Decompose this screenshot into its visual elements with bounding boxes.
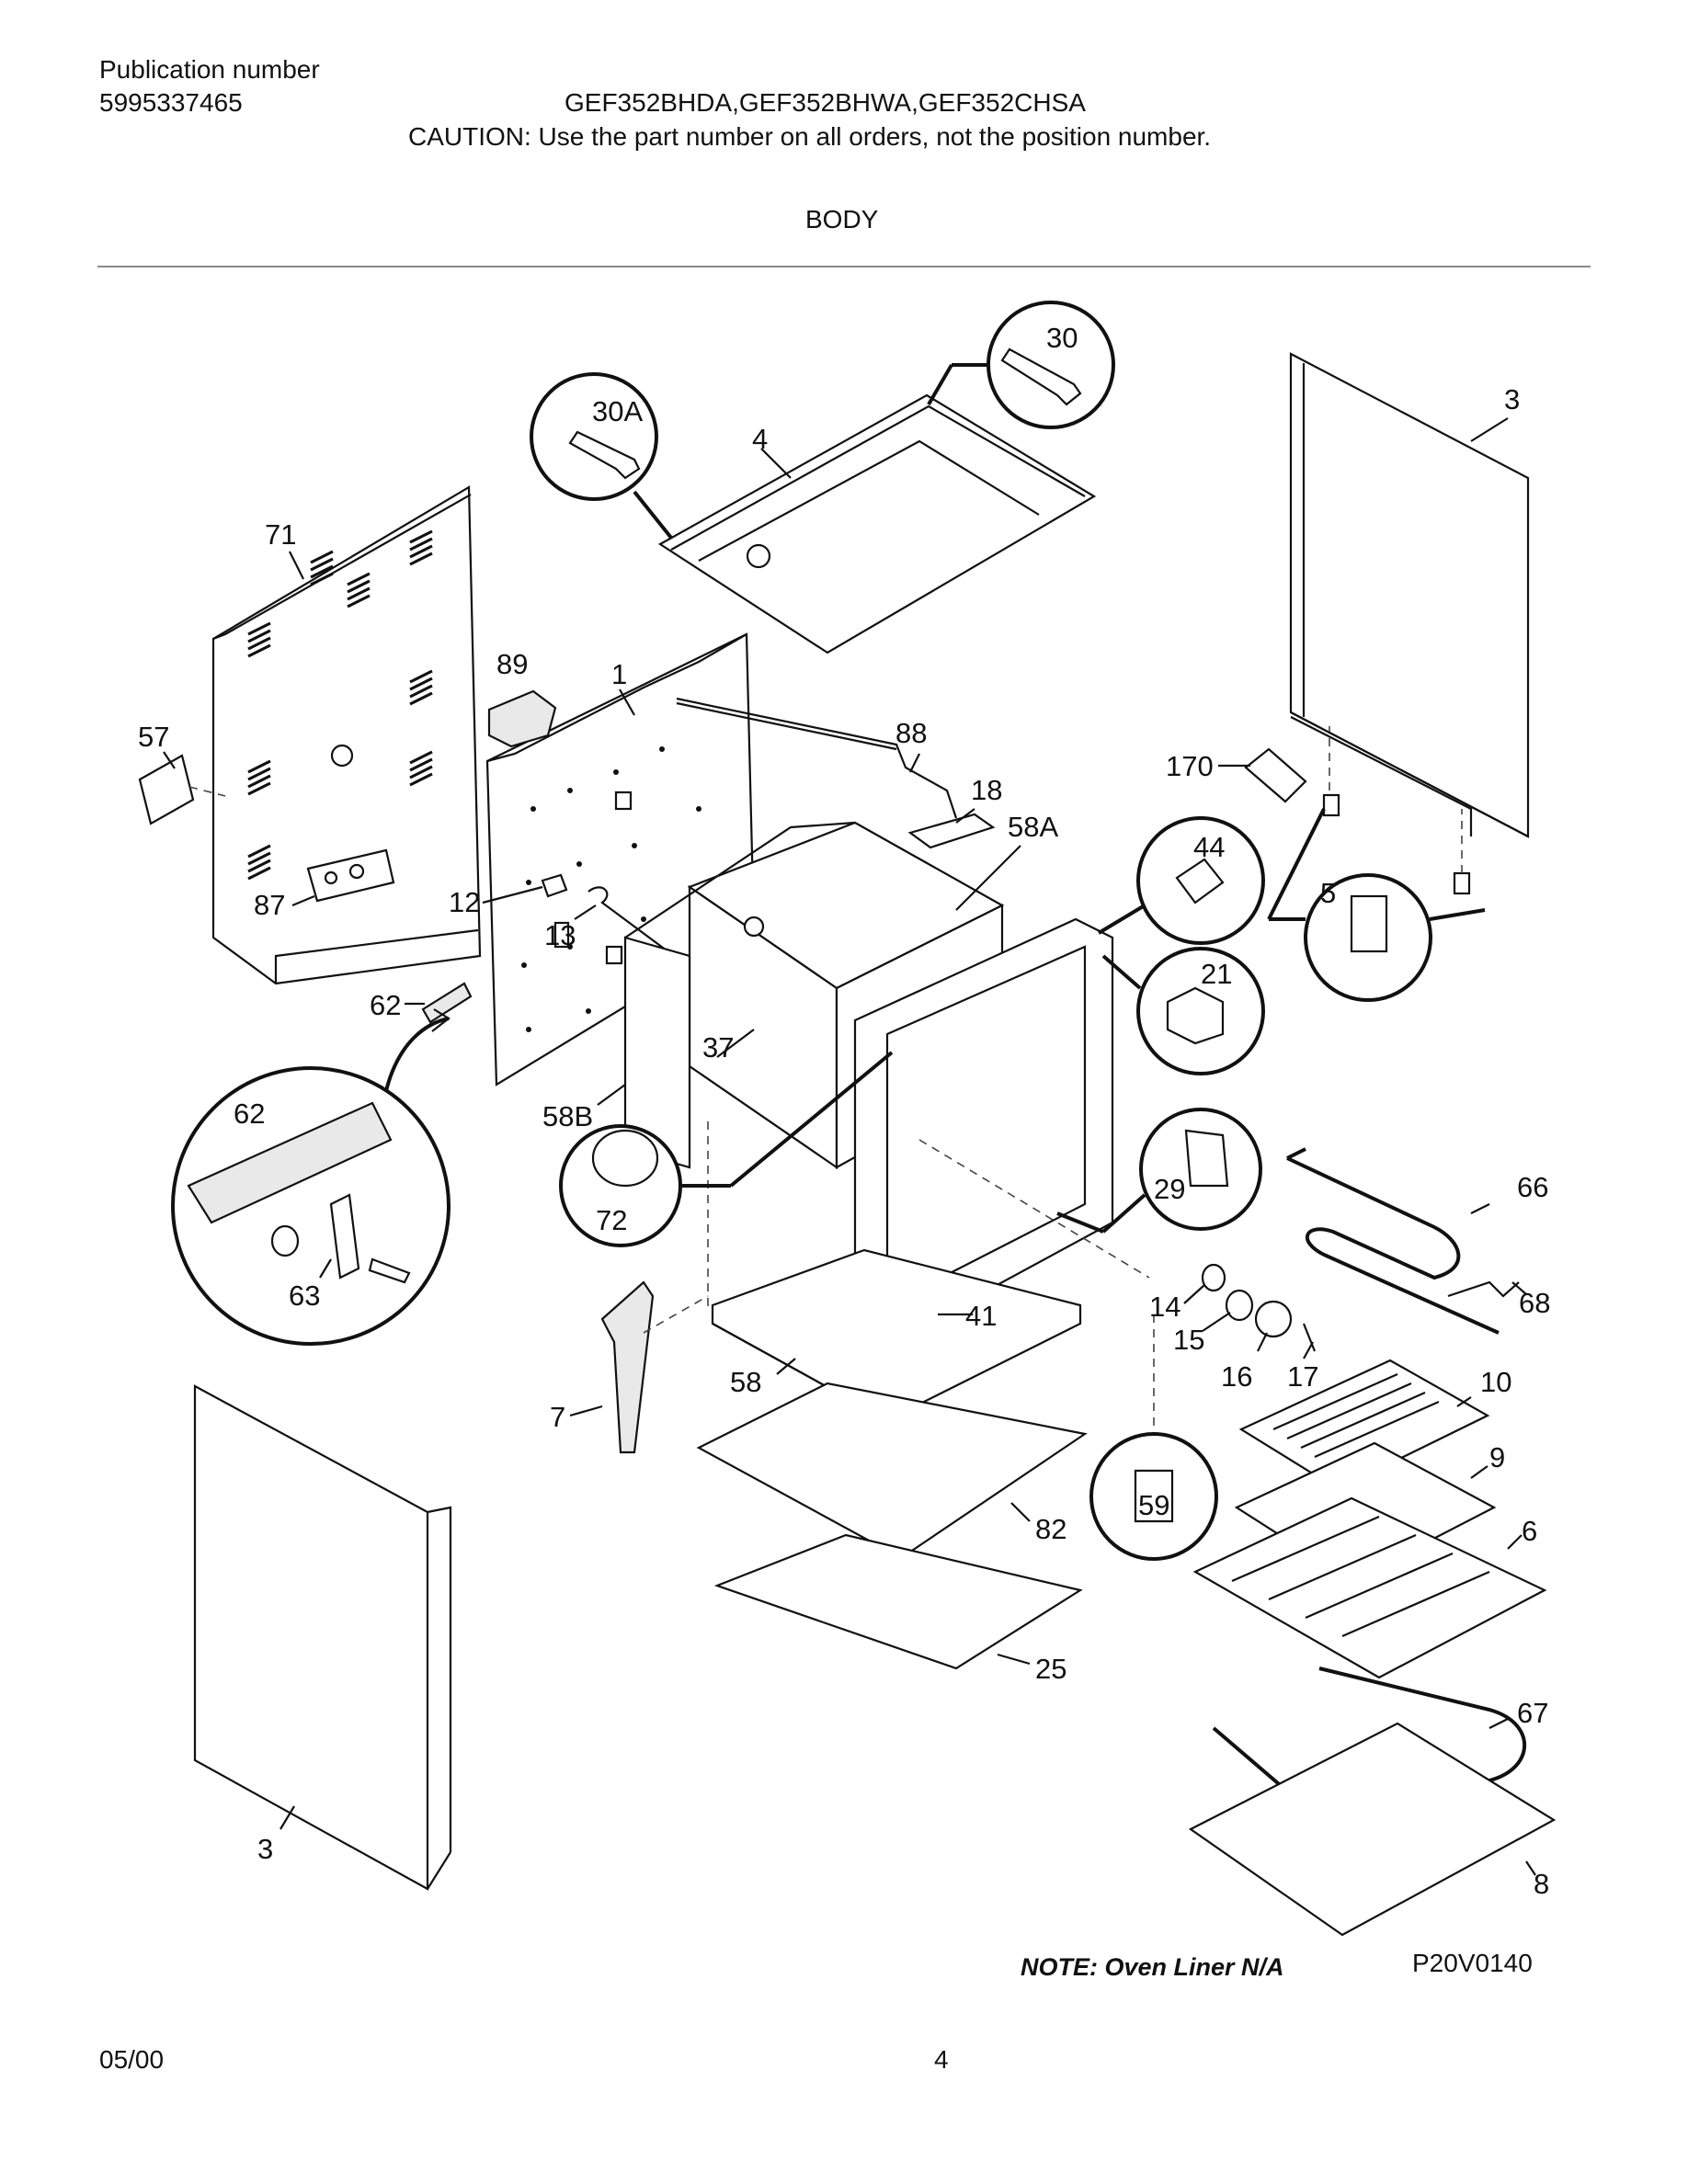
detail-bubble-59	[1089, 1432, 1218, 1561]
callout-17: 17	[1287, 1360, 1318, 1393]
callout-62-a: 62	[370, 989, 401, 1021]
oven-bottom-part	[1188, 1722, 1557, 1937]
side-panel-left-part	[193, 1384, 452, 1891]
callout-57: 57	[138, 721, 169, 753]
callout-72: 72	[596, 1204, 627, 1236]
callout-7: 7	[550, 1401, 565, 1433]
detail-bubble-44	[1097, 816, 1265, 945]
callout-10: 10	[1480, 1366, 1511, 1398]
callout-58: 58	[730, 1366, 761, 1398]
callout-88: 88	[895, 717, 927, 749]
callout-12: 12	[449, 886, 480, 918]
oven-rack-part	[1192, 1496, 1547, 1679]
callout-71: 71	[265, 518, 296, 551]
callout-4: 4	[752, 423, 768, 455]
hinge-7-part	[600, 1280, 655, 1454]
callout-18: 18	[971, 774, 1002, 806]
callout-3-top: 3	[1504, 383, 1520, 415]
side-panel-right-part	[1289, 352, 1530, 838]
detail-bubble-29	[1056, 1108, 1262, 1234]
detail-bubble-72	[559, 1051, 894, 1247]
callout-89: 89	[496, 648, 528, 680]
callout-170: 170	[1166, 750, 1214, 782]
callout-9: 9	[1489, 1441, 1505, 1473]
detail-bubble-62	[171, 1066, 451, 1346]
light-lens-part	[1254, 1300, 1293, 1338]
callout-82: 82	[1035, 1513, 1066, 1545]
rear-panel-part	[211, 485, 482, 985]
callout-58b: 58B	[542, 1100, 593, 1132]
broil-element-part	[1286, 1156, 1500, 1335]
broiler-grid-part	[1238, 1359, 1490, 1491]
callout-66: 66	[1517, 1171, 1548, 1203]
detail-bubble-30	[927, 301, 1115, 429]
callout-63: 63	[289, 1280, 320, 1312]
publication-label: Publication number	[99, 55, 320, 84]
callout-16: 16	[1221, 1360, 1252, 1393]
callout-62-b: 62	[234, 1098, 265, 1130]
callout-3-bottom: 3	[257, 1833, 273, 1865]
callout-30: 30	[1046, 322, 1078, 354]
callout-59: 59	[1138, 1489, 1169, 1521]
top-panel-part	[657, 393, 1097, 654]
callout-8: 8	[1534, 1868, 1549, 1900]
callout-6: 6	[1522, 1515, 1537, 1547]
footer-date: 05/00	[99, 2045, 165, 2074]
drip-pan-82-part	[696, 1382, 1088, 1560]
callout-29: 29	[1154, 1173, 1185, 1205]
control-panel-part	[485, 632, 756, 1086]
light-bulb-part	[1225, 1289, 1254, 1322]
callout-68: 68	[1519, 1287, 1550, 1319]
callout-5: 5	[1320, 877, 1336, 909]
callout-44: 44	[1193, 831, 1225, 863]
publication-number: 5995337465	[99, 88, 243, 117]
model-numbers: GEF352BHDA,GEF352BHWA,GEF352CHSA	[565, 88, 1086, 117]
detail-bubble-5	[1267, 808, 1486, 1002]
callout-37: 37	[702, 1031, 734, 1064]
figure-code: P20V0140	[1412, 1949, 1533, 1977]
callout-14: 14	[1149, 1291, 1180, 1323]
callout-21: 21	[1201, 958, 1232, 990]
callout-67: 67	[1517, 1697, 1548, 1729]
bracket-57-part	[138, 754, 195, 825]
callout-25: 25	[1035, 1653, 1066, 1685]
callout-13: 13	[544, 919, 576, 951]
switch-89-part	[487, 689, 557, 748]
detail-bubble-21	[1101, 947, 1265, 1075]
bottom-panel-25-part	[713, 1533, 1083, 1670]
caution-text: CAUTION: Use the part number on all orde…	[408, 122, 1212, 151]
callout-58a: 58A	[1008, 811, 1058, 843]
bracket-18-part	[907, 813, 996, 849]
callout-30a: 30A	[592, 395, 643, 427]
section-title: BODY	[805, 205, 879, 233]
callout-41: 41	[965, 1300, 997, 1332]
callout-1: 1	[611, 658, 627, 690]
oven-liner-note: NOTE: Oven Liner N/A	[1021, 1953, 1284, 1981]
detail-bubble-30a	[530, 372, 673, 540]
callout-87: 87	[254, 889, 285, 921]
header-divider	[97, 266, 1591, 267]
light-socket-part	[1201, 1263, 1226, 1292]
spark-module-part	[421, 982, 473, 1024]
page-number: 4	[934, 2045, 949, 2074]
callout-15: 15	[1173, 1324, 1204, 1356]
bottom-tray-58-part	[711, 1248, 1082, 1422]
